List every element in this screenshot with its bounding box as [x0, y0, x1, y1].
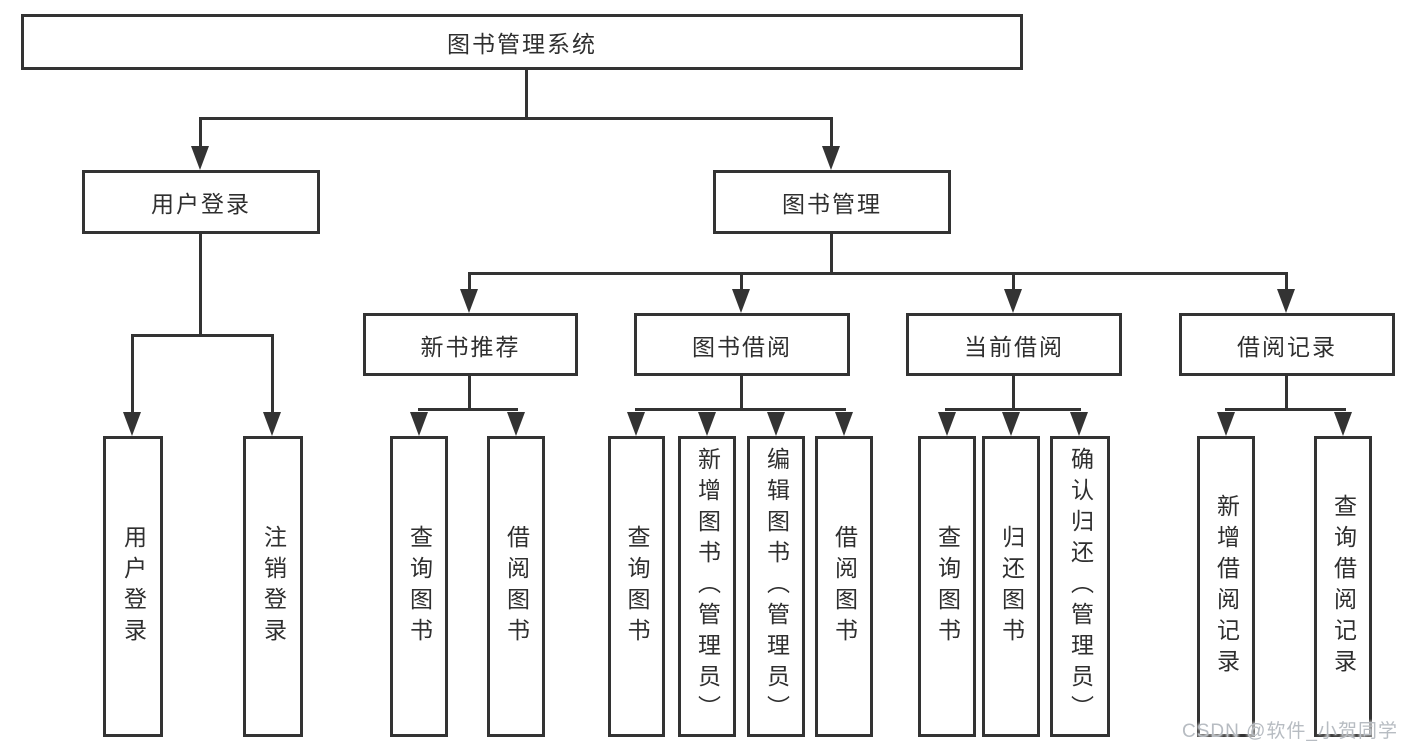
arrowhead-down-icon [835, 412, 853, 436]
node-new-book-recommend: 新书推荐 [363, 313, 578, 376]
arrowhead-down-icon [938, 412, 956, 436]
leaf-label: 新增图书（管理员） [694, 447, 721, 726]
connector-line [468, 272, 471, 291]
arrowhead-down-icon [410, 412, 428, 436]
node-user-login: 用户登录 [82, 170, 320, 234]
node-current-borrowing: 当前借阅 [906, 313, 1122, 376]
arrowhead-down-icon [191, 146, 209, 170]
node-label: 借阅记录 [1237, 333, 1337, 360]
connector-line [635, 408, 846, 411]
connector-line [740, 375, 743, 411]
csdn-watermark: CSDN @软件_小贺同学 [1182, 721, 1398, 742]
leaf-label: 注销登录 [260, 524, 287, 649]
connector-line [199, 233, 202, 336]
arrowhead-down-icon [263, 412, 281, 436]
connector-line [199, 117, 833, 120]
leaf-label: 用户登录 [120, 524, 147, 649]
leaf-query-books-recommend: 查询图书 [390, 436, 448, 737]
leaf-label: 查询借阅记录 [1330, 493, 1357, 680]
connector-line [131, 334, 274, 337]
leaf-return-book: 归还图书 [982, 436, 1040, 737]
connector-line [131, 334, 134, 414]
arrowhead-down-icon [698, 412, 716, 436]
leaf-query-books-current: 查询图书 [918, 436, 976, 737]
connector-line [740, 272, 743, 291]
leaf-add-book-admin: 新增图书（管理员） [678, 436, 736, 737]
connector-line [1285, 272, 1288, 291]
arrowhead-down-icon [1002, 412, 1020, 436]
leaf-label: 确认归还（管理员） [1067, 447, 1094, 726]
arrowhead-down-icon [1217, 412, 1235, 436]
leaf-label: 归还图书 [998, 524, 1025, 649]
leaf-query-books-borrowing: 查询图书 [608, 436, 665, 737]
arrowhead-down-icon [507, 412, 525, 436]
node-book-management: 图书管理 [713, 170, 951, 234]
connector-line [830, 233, 833, 275]
connector-line [1285, 375, 1288, 411]
leaf-add-borrow-record: 新增借阅记录 [1197, 436, 1255, 737]
leaf-borrow-books-borrowing: 借阅图书 [815, 436, 873, 737]
leaf-label: 借阅图书 [503, 524, 530, 649]
node-label: 图书借阅 [692, 333, 792, 360]
connector-line [271, 334, 274, 414]
arrowhead-down-icon [732, 289, 750, 313]
connector-line [418, 408, 518, 411]
arrowhead-down-icon [822, 146, 840, 170]
leaf-label: 借阅图书 [831, 524, 858, 649]
arrowhead-down-icon [123, 412, 141, 436]
leaf-label: 查询图书 [406, 524, 433, 649]
arrowhead-down-icon [1004, 289, 1022, 313]
connector-line [468, 272, 1288, 275]
connector-line [1012, 272, 1015, 291]
node-label: 图书管理 [782, 191, 882, 217]
connector-line [525, 68, 528, 118]
connector-line [199, 117, 202, 148]
arrowhead-down-icon [627, 412, 645, 436]
node-label: 新书推荐 [420, 333, 521, 360]
node-label: 图书管理系统 [447, 31, 597, 57]
leaf-confirm-return-admin: 确认归还（管理员） [1050, 436, 1110, 737]
leaf-query-borrow-record: 查询借阅记录 [1314, 436, 1372, 737]
leaf-label: 查询图书 [624, 524, 650, 649]
arrowhead-down-icon [460, 289, 478, 313]
connector-line [468, 375, 471, 411]
node-book-borrowing: 图书借阅 [634, 313, 850, 376]
leaf-label: 查询图书 [934, 524, 961, 649]
node-library-management-system: 图书管理系统 [21, 14, 1023, 70]
arrowhead-down-icon [1277, 289, 1295, 313]
connector-line [945, 408, 1081, 411]
node-borrowing-records: 借阅记录 [1179, 313, 1395, 376]
connector-line [830, 117, 833, 148]
leaf-label: 编辑图书（管理员） [763, 447, 790, 726]
node-label: 当前借阅 [964, 333, 1064, 360]
arrowhead-down-icon [1334, 412, 1352, 436]
arrowhead-down-icon [767, 412, 785, 436]
connector-line [1012, 375, 1015, 411]
leaf-user-login: 用户登录 [103, 436, 163, 737]
arrowhead-down-icon [1070, 412, 1088, 436]
connector-line [1225, 408, 1346, 411]
leaf-borrow-books-recommend: 借阅图书 [487, 436, 545, 737]
node-label: 用户登录 [151, 191, 251, 217]
leaf-edit-book-admin: 编辑图书（管理员） [747, 436, 805, 737]
leaf-label: 新增借阅记录 [1213, 493, 1240, 680]
leaf-logout: 注销登录 [243, 436, 303, 737]
